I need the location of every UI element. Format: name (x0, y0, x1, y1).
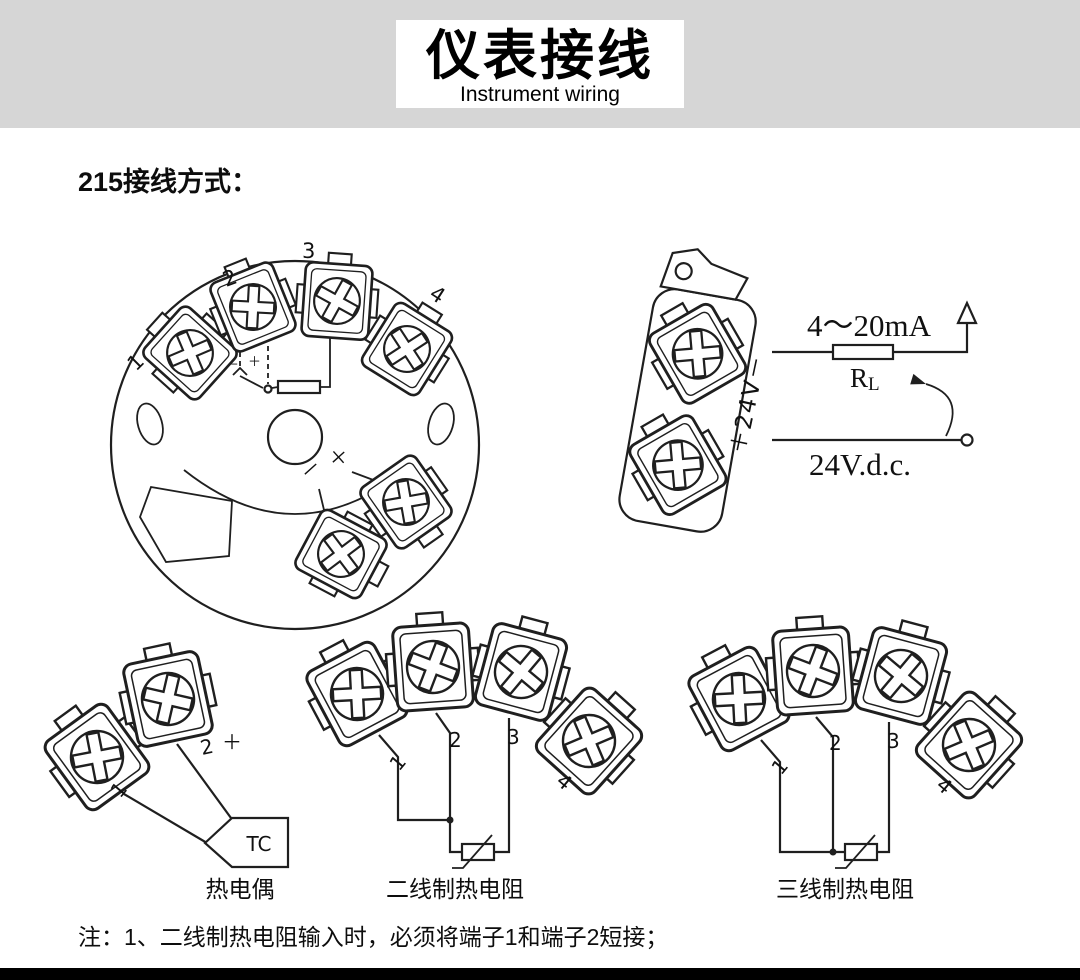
rtd3-terminal-label-1: 1 (766, 754, 793, 779)
head-terminal-label-3: 3 (302, 239, 315, 263)
page-title: 仪表接线 (426, 26, 654, 87)
sensor-plus-label: ＋ (248, 355, 261, 370)
terminal-head-diagram: － ＋ 1 2 3 4 － ＋ (109, 239, 481, 631)
footnote: 注：1、二线制热电阻输入时，必须将端子1和端子2短接； (78, 924, 669, 950)
rtd3-diagram: 1 2 3 4 三线制热电阻 (671, 610, 1041, 902)
bottom-divider-bar (0, 968, 1080, 980)
rtd3-caption: 三线制热电阻 (776, 876, 914, 902)
rtd2-diagram: 1 2 3 4 二线制热电阻 (289, 606, 661, 902)
rtd2-terminal-label-1: 1 (384, 750, 411, 775)
rtd3-terminal-label-3: 3 (887, 729, 900, 753)
title-box: 仪表接线 Instrument wiring (396, 20, 684, 108)
current-range-label: 4～20mA (807, 308, 932, 343)
section-heading: 215接线方式： (78, 167, 259, 197)
load-resistor-label: RL (850, 363, 880, 395)
rtd2-terminal-label-2: 2 (449, 728, 462, 752)
head-plus-label: ＋ (323, 442, 355, 474)
head-terminal-label-4: 4 (425, 281, 449, 308)
tc-terminal-label-2: 2 (198, 734, 215, 760)
output-module-diagram: ＋24V－ 4～20mA RL 24V.d.c. (613, 248, 978, 533)
screw-terminal-icon (292, 249, 383, 343)
head-minus-label: － (295, 454, 327, 486)
rtd2-caption: 二线制热电阻 (386, 876, 524, 902)
dc-supply-label: 24V.d.c. (809, 447, 911, 482)
screw-terminal-icon (381, 608, 484, 714)
thermocouple-diagram: 1 2 ＋ TC 热电偶 (26, 635, 290, 902)
rtd2-terminal-label-3: 3 (507, 725, 520, 749)
page-subtitle: Instrument wiring (460, 82, 620, 106)
tc-plus-label: ＋ (222, 730, 242, 754)
tc-caption: 热电偶 (206, 876, 275, 902)
page-banner: 仪表接线 Instrument wiring (0, 0, 1080, 128)
tc-component-label: TC (245, 832, 271, 856)
screw-terminal-icon (761, 612, 864, 718)
rtd3-terminal-label-2: 2 (829, 731, 842, 755)
